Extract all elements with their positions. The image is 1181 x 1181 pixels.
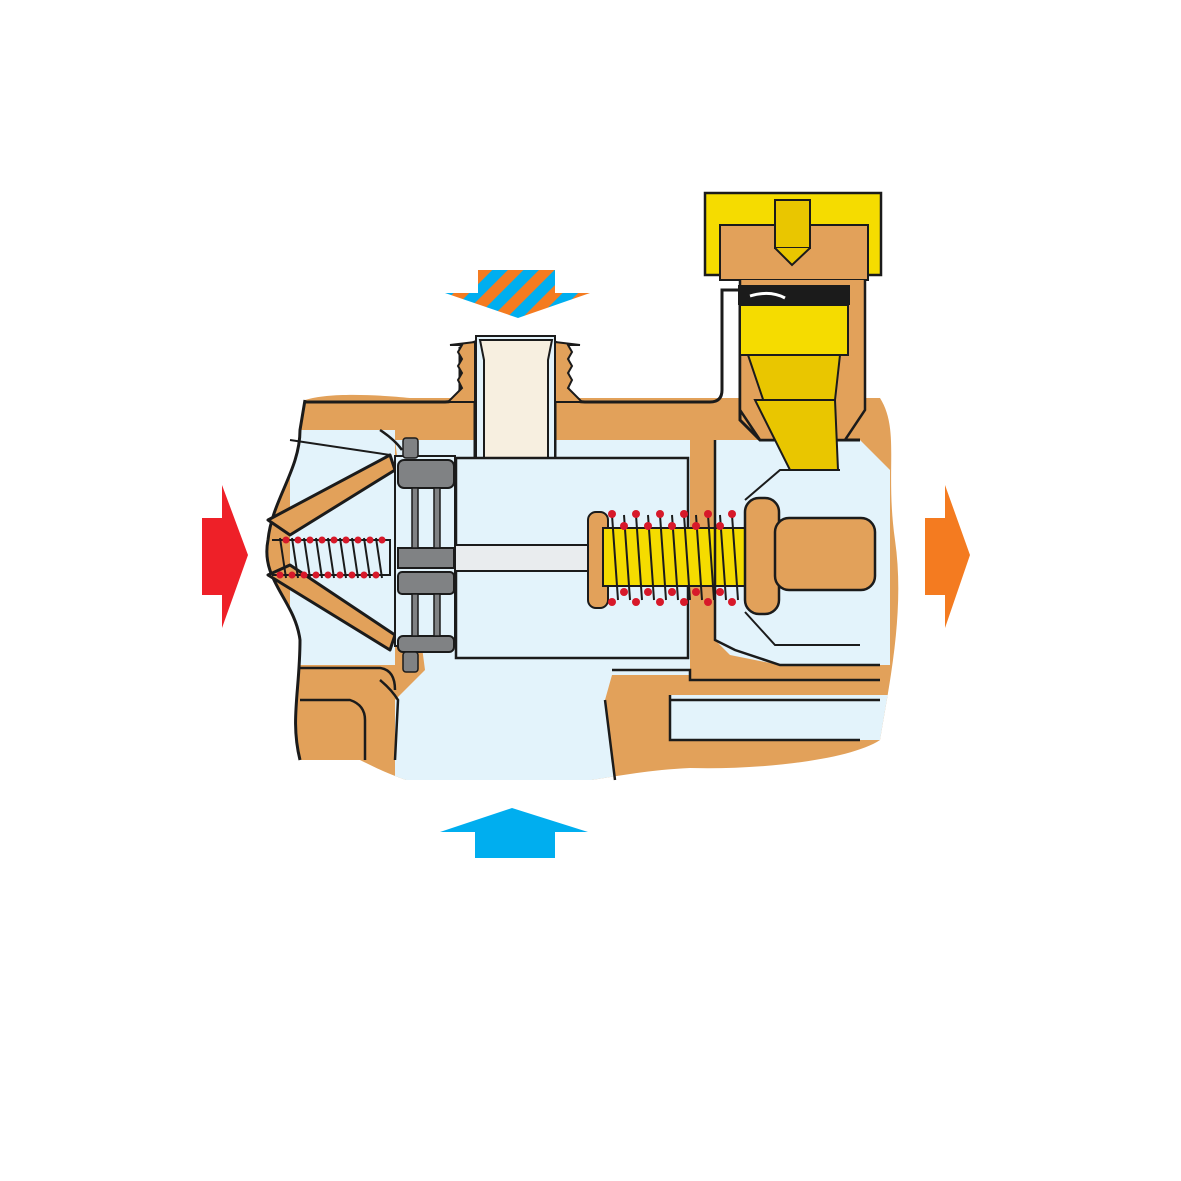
body-left-edge [265,399,307,761]
hot-spring-dots [276,536,386,579]
stem-rod [454,544,596,572]
knob-spindle [739,304,849,356]
mixed-top-arrow-icon [445,270,590,318]
cold-inlet-arrow-icon [440,808,588,858]
thermostatic-element [587,496,877,616]
bypass-channel [670,695,890,740]
mixed-outlet-arrow-icon [925,485,970,628]
hot-inlet-arrow-icon [202,485,248,628]
adjustment-knob-assembly [703,191,883,471]
mixing-shutter [394,437,456,673]
